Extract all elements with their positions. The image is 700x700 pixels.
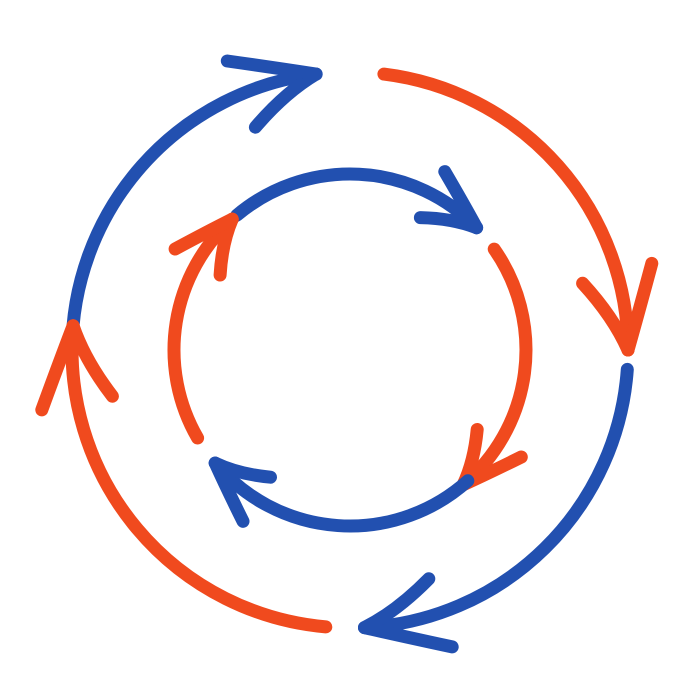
outer-arrow-bottom-left-head-outer	[35, 319, 80, 417]
outer-arrow-bottom-right	[358, 362, 634, 654]
outer-arrow-bottom-left-shaft	[65, 319, 333, 634]
inner-arrow-left-shaft	[167, 212, 239, 445]
inner-arrow-bottom-head-outer	[208, 456, 250, 528]
outer-ring	[35, 54, 659, 654]
inner-arrow-left	[167, 212, 239, 445]
outer-arrow-bottom-right-head-outer	[358, 621, 459, 654]
outer-arrow-bottom-left	[35, 319, 333, 634]
outer-arrow-top-left-head-outer	[220, 54, 323, 81]
inner-arrow-top-head-outer	[438, 165, 484, 235]
outer-arrow-top-left-shaft	[65, 67, 323, 357]
outer-arrow-top-right-shaft	[377, 67, 635, 357]
outer-arrow-top-right	[377, 67, 659, 357]
inner-arrow-right-shaft	[456, 242, 533, 492]
outer-arrow-top-right-head-outer	[621, 256, 659, 357]
outer-arrow-bottom-right-shaft	[358, 362, 634, 635]
inner-arrow-top	[230, 165, 484, 235]
inner-arrow-bottom	[208, 456, 475, 533]
inner-ring	[167, 165, 533, 533]
inner-arrow-bottom-shaft	[208, 456, 475, 533]
inner-arrow-top-shaft	[230, 167, 484, 235]
inner-arrow-left-head-outer	[168, 212, 239, 256]
outer-arrow-top-left	[65, 54, 323, 357]
inner-arrow-right	[456, 242, 533, 492]
